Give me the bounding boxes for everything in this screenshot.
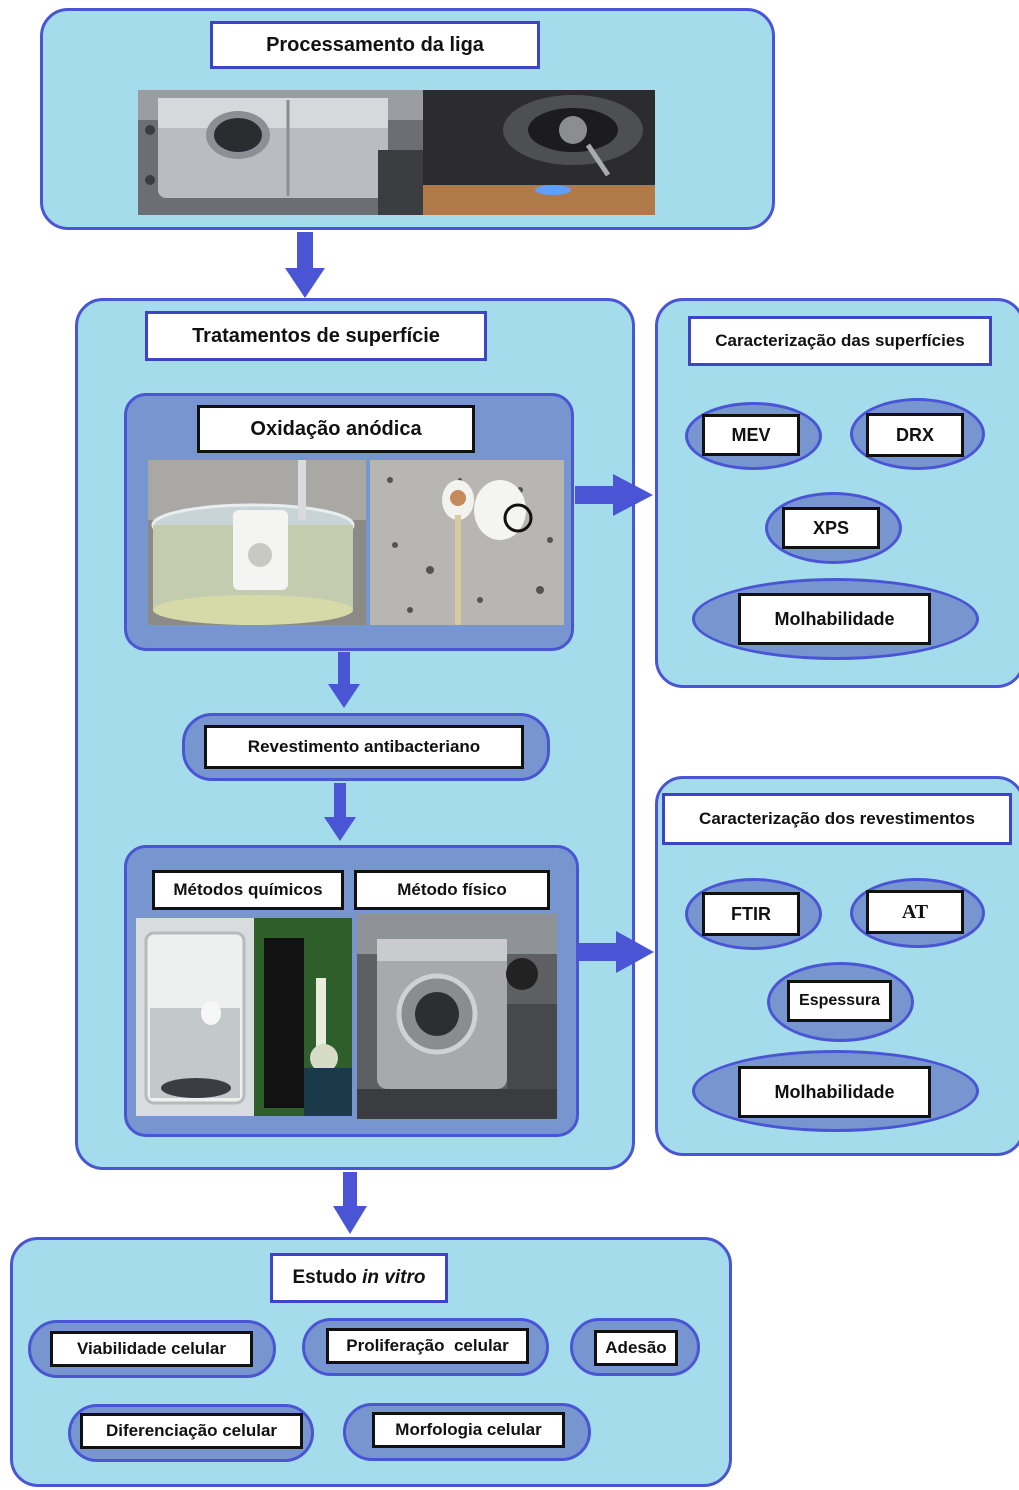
beaker-photo xyxy=(136,918,254,1116)
oxidation-title: Oxidação anódica xyxy=(197,405,475,453)
adhesion-label: Adesão xyxy=(594,1330,678,1366)
arrow-down-2 xyxy=(328,652,360,708)
differentiation-label: Diferenciação celular xyxy=(80,1413,303,1449)
arrow-down-3 xyxy=(324,783,356,841)
physical-method-title: Método físico xyxy=(354,870,550,910)
wettability-label-2: Molhabilidade xyxy=(738,1066,931,1118)
xps-label: XPS xyxy=(782,507,880,549)
wettability-label-1: Molhabilidade xyxy=(738,593,931,645)
alloy-processing-title: Processamento da liga xyxy=(210,21,540,69)
coating-title: Revestimento antibacteriano xyxy=(204,725,524,769)
thickness-label: Espessura xyxy=(787,980,892,1022)
mev-label: MEV xyxy=(702,414,800,456)
arc-melting-photo xyxy=(423,90,655,215)
surface-characterization-title: Caracterização das superfícies xyxy=(688,316,992,366)
proliferation-label: Proliferação celular xyxy=(326,1328,529,1364)
coating-characterization-title: Caracterização dos revestimentos xyxy=(662,793,1012,845)
in-vitro-title: Estudo in vitro xyxy=(270,1253,448,1303)
at-label: AT xyxy=(866,890,964,934)
in-vitro-title-italic: in vitro xyxy=(362,1267,426,1288)
chemical-setup-photo xyxy=(254,918,352,1116)
arrow-right-1 xyxy=(575,474,653,516)
anodizing-cell-photo xyxy=(148,460,366,625)
arrow-down-1 xyxy=(285,232,325,298)
arrow-down-4 xyxy=(333,1172,367,1234)
morphology-label: Morfologia celular xyxy=(372,1412,565,1448)
viability-label: Viabilidade celular xyxy=(50,1331,253,1367)
chemical-methods-title: Métodos químicos xyxy=(152,870,344,910)
anodized-samples-photo xyxy=(370,460,564,625)
surface-treatment-title: Tratamentos de superfície xyxy=(145,311,487,361)
sputtering-chamber-photo xyxy=(357,914,557,1119)
ftir-label: FTIR xyxy=(702,892,800,936)
vacuum-chamber-photo xyxy=(138,90,423,215)
arrow-right-2 xyxy=(578,931,654,973)
drx-label: DRX xyxy=(866,413,964,457)
in-vitro-title-prefix: Estudo xyxy=(292,1267,363,1288)
